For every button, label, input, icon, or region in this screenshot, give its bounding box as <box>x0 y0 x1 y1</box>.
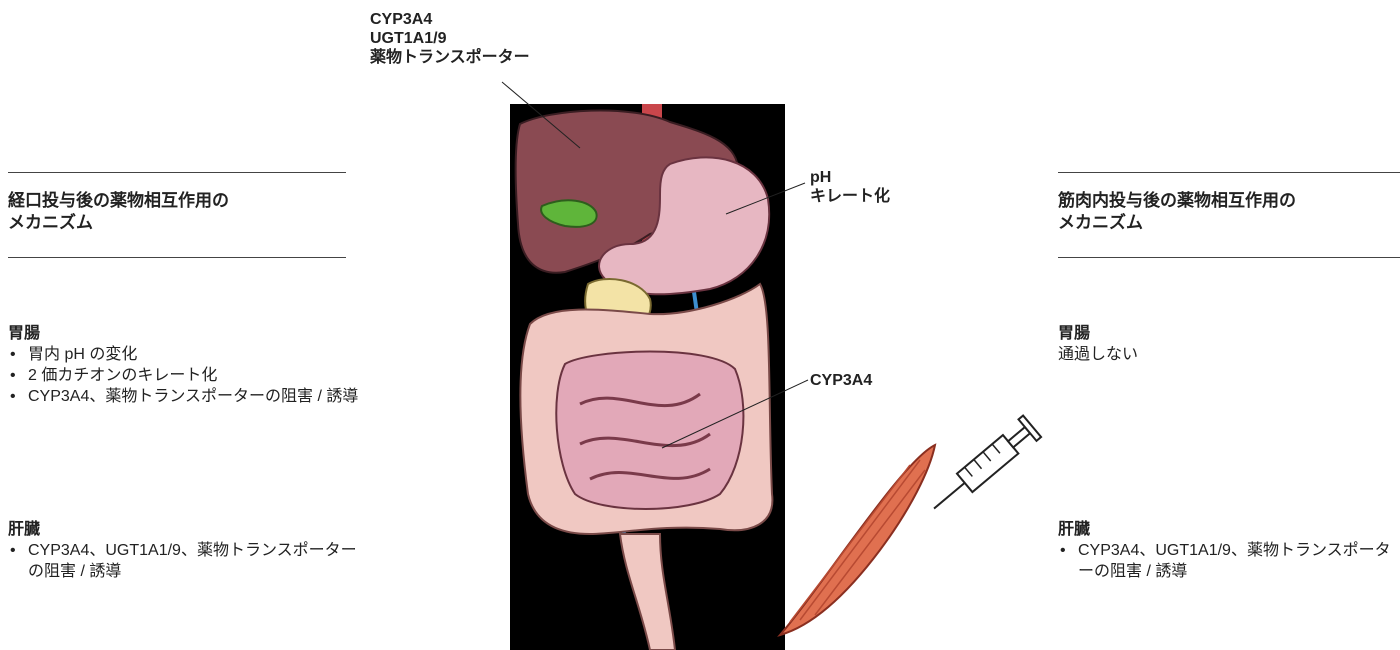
muscle-syringe-illustration <box>770 400 1060 645</box>
muscle-icon <box>780 445 935 635</box>
leader-stomach <box>726 183 805 214</box>
syringe-icon <box>925 416 1041 520</box>
leader-liver <box>502 82 580 148</box>
